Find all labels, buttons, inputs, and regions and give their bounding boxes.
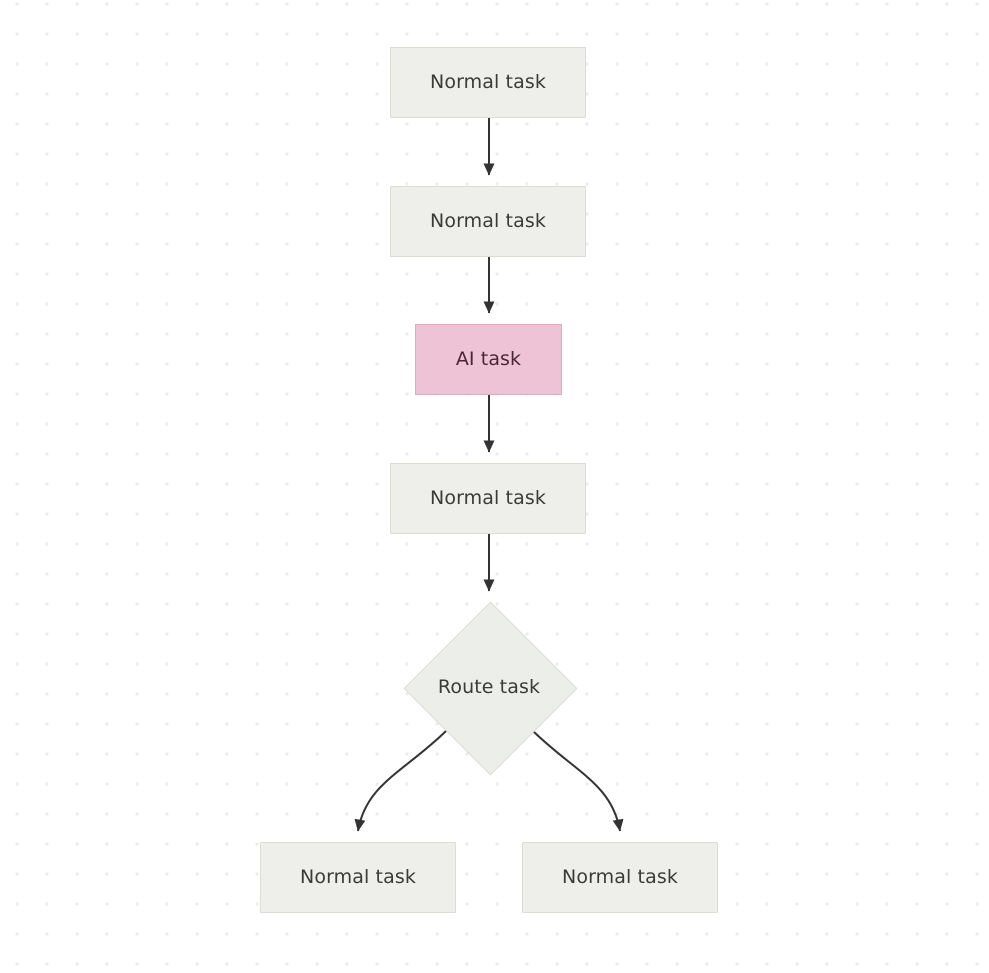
node-label: Normal task: [562, 866, 678, 889]
node-label: AI task: [455, 348, 522, 371]
node-ai-task[interactable]: AI task: [415, 324, 562, 395]
node-label: Normal task: [430, 210, 546, 233]
node-label: Normal task: [430, 71, 546, 94]
node-normal-task-2[interactable]: Normal task: [390, 186, 586, 257]
node-label: Normal task: [430, 487, 546, 510]
node-normal-task-1[interactable]: Normal task: [390, 47, 586, 118]
node-route-task[interactable]: Route task: [403, 601, 577, 776]
node-normal-task-3[interactable]: Normal task: [390, 463, 586, 534]
node-label: Normal task: [300, 866, 416, 889]
node-label: Route task: [437, 676, 541, 699]
node-normal-task-5[interactable]: Normal task: [522, 842, 718, 913]
node-normal-task-4[interactable]: Normal task: [260, 842, 456, 913]
